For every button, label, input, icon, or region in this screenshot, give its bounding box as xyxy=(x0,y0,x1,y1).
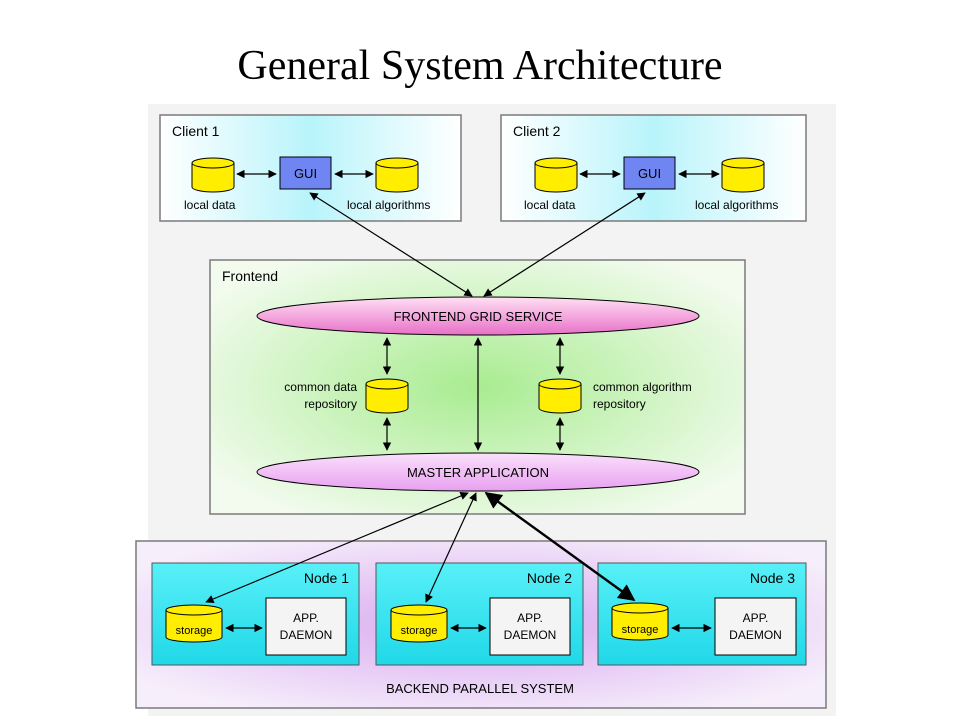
node-1-storage-cylinder xyxy=(165,604,223,643)
node-3-storage-cylinder xyxy=(611,602,669,641)
master-to-node-3-arrow xyxy=(484,492,636,601)
frontend-grid-service-ellipse xyxy=(256,296,700,336)
node-2-daemon-box xyxy=(489,597,571,656)
client-1-box: Client 1 GUI local data local algorithms xyxy=(159,114,462,222)
node-3-daemon-line-2: DAEMON xyxy=(729,628,782,642)
node-3-daemon-box xyxy=(714,597,797,656)
node-1-title: Node 1 xyxy=(304,570,349,586)
client-2-title: Client 2 xyxy=(513,123,561,139)
client-1-local-algorithms-cylinder xyxy=(375,157,419,193)
client-1-local-data-label: local data xyxy=(184,198,236,212)
backend-title: BACKEND PARALLEL SYSTEM xyxy=(386,681,574,696)
client-2-gui-box xyxy=(623,156,676,190)
client-2-local-data-cylinder xyxy=(534,157,578,193)
node-2-box: Node 2 storage APP. DAEMON xyxy=(375,562,584,666)
node-2-daemon-line-2: DAEMON xyxy=(504,628,557,642)
client-2-gui-label: GUI xyxy=(638,166,661,181)
client-1-to-grid-arrow xyxy=(309,192,473,297)
common-algorithm-label-line-1: common algorithm xyxy=(593,380,692,394)
common-data-label-line-1: common data xyxy=(284,380,357,394)
common-algorithm-label-line-2: repository xyxy=(593,397,646,411)
node-1-storage-label: storage xyxy=(176,625,213,637)
node-1-box: Node 1 storage APP. DAEMON xyxy=(151,562,360,666)
master-to-node-2-arrow xyxy=(425,492,477,603)
frontend-grid-service-label: FRONTEND GRID SERVICE xyxy=(394,309,563,324)
master-to-node-1-arrow xyxy=(205,492,469,603)
client-2-box: Client 2 GUI local data local algorithms xyxy=(500,114,807,222)
page-title: General System Architecture xyxy=(237,43,723,89)
node-2-storage-label: storage xyxy=(401,625,438,637)
client-1-title: Client 1 xyxy=(172,123,220,139)
client-2-local-data-label: local data xyxy=(524,198,576,212)
client-2-local-algorithms-label: local algorithms xyxy=(695,198,778,212)
node-2-daemon-line-1: APP. xyxy=(517,611,543,625)
master-application-label: MASTER APPLICATION xyxy=(407,465,549,480)
common-data-label-line-2: repository xyxy=(304,397,357,411)
client-1-gui-label: GUI xyxy=(294,166,317,181)
node-1-daemon-box xyxy=(265,597,347,656)
common-algorithm-repository-cylinder xyxy=(538,378,582,414)
client-2-to-grid-arrow xyxy=(483,192,646,297)
frontend-box: Frontend FRONTEND GRID SERVICE common da… xyxy=(209,259,746,515)
client-1-local-data-cylinder xyxy=(191,157,235,193)
master-application-ellipse xyxy=(256,452,700,492)
node-1-daemon-line-2: DAEMON xyxy=(280,628,333,642)
node-3-storage-label: storage xyxy=(622,624,659,636)
node-2-storage-cylinder xyxy=(390,604,448,643)
node-2-title: Node 2 xyxy=(527,570,572,586)
node-3-box: Node 3 storage APP. DAEMON xyxy=(597,562,807,666)
node-1-daemon-line-1: APP. xyxy=(293,611,319,625)
node-3-title: Node 3 xyxy=(750,570,795,586)
client-2-local-algorithms-cylinder xyxy=(721,157,765,193)
node-3-daemon-line-1: APP. xyxy=(743,611,769,625)
backend-box: BACKEND PARALLEL SYSTEM Node 1 storage A… xyxy=(135,540,827,709)
common-data-repository-cylinder xyxy=(365,378,409,414)
client-1-local-algorithms-label: local algorithms xyxy=(347,198,430,212)
frontend-title: Frontend xyxy=(222,268,278,284)
client-1-gui-box xyxy=(279,156,332,190)
